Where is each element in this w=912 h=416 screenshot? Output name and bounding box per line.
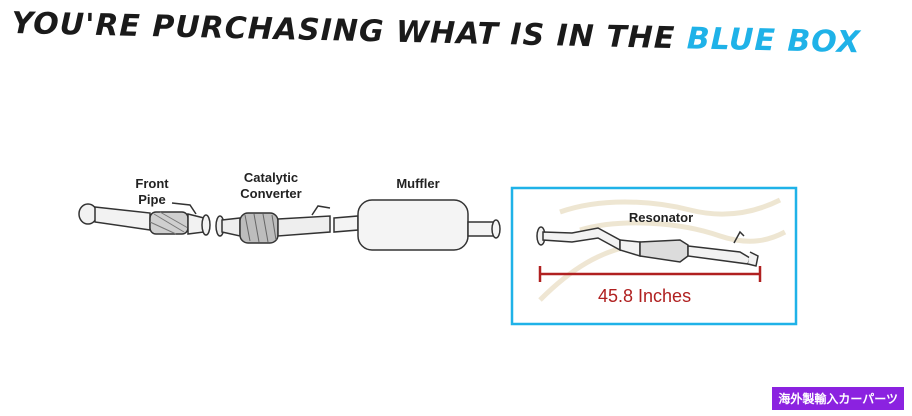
- muffler-part: [333, 199, 501, 251]
- muffler-label: Muffler: [396, 176, 440, 191]
- catalytic-converter-label: Catalytic Converter: [240, 170, 302, 201]
- front-pipe-label: Front Pipe: [135, 176, 169, 207]
- resonator-label: Resonator: [628, 210, 694, 225]
- watermark-badge: 海外製輸入カーパーツ: [772, 387, 904, 410]
- front-pipe-part: [78, 202, 211, 236]
- measurement-line: [538, 266, 762, 282]
- highlight-box: [510, 186, 798, 326]
- measurement-label: 45.8 Inches: [598, 286, 692, 306]
- catalytic-converter-part: [215, 205, 331, 244]
- resonator-part: [536, 226, 759, 267]
